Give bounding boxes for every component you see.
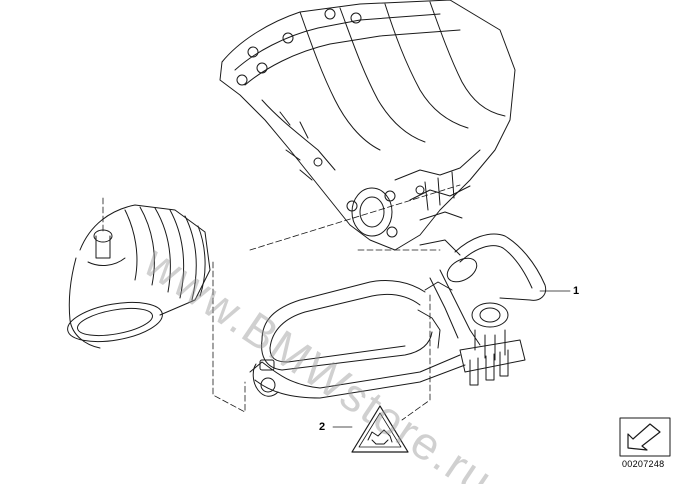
arrow-icon [619,417,671,457]
warning-triangle-icon [351,405,409,453]
diagram-part-number: 00207248 [622,459,665,469]
intake-manifold [219,0,516,251]
rubber-boot [67,204,211,349]
callout-2: 2 [319,421,326,433]
vent-hose-assembly [249,233,547,399]
callout-1: 1 [573,285,580,297]
dashed-leaders [102,184,461,421]
